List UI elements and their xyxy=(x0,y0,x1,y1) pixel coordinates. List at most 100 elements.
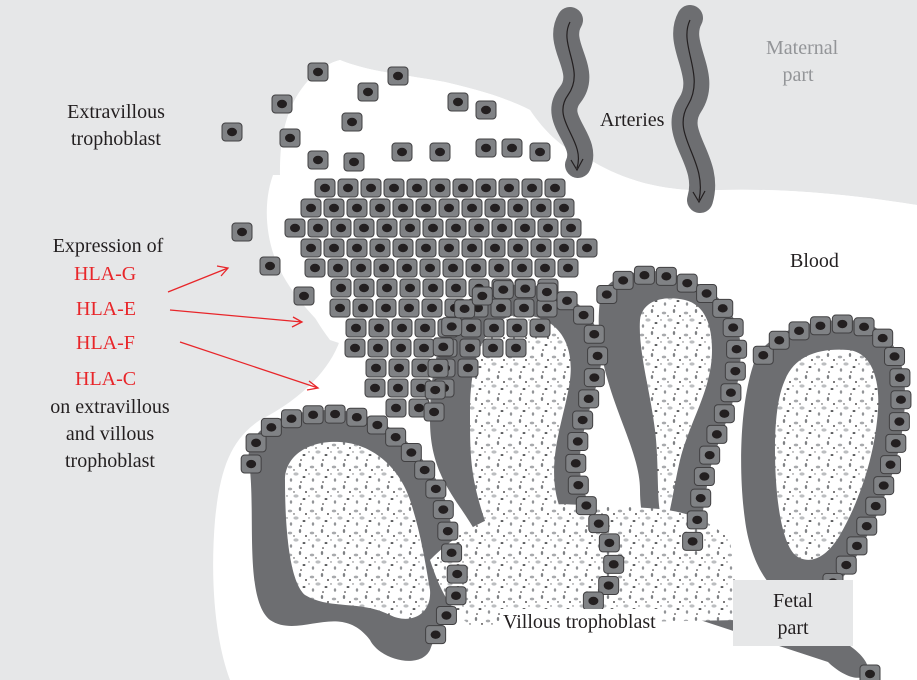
extravillous-cell xyxy=(354,219,374,237)
arteries-label: Arteries xyxy=(600,107,664,134)
extravillous-cell xyxy=(448,93,468,111)
villous-cell xyxy=(573,411,593,429)
extravillous-cell xyxy=(508,239,528,257)
villous-cell xyxy=(723,319,743,337)
extravillous-cell xyxy=(294,287,314,305)
extravillous-cell xyxy=(377,219,397,237)
extravillous-cell xyxy=(506,339,526,357)
extravillous-cell xyxy=(368,339,388,357)
extravillous-cell xyxy=(389,359,409,377)
extravillous-cell xyxy=(370,199,390,217)
villous-cell xyxy=(303,406,323,424)
villous-cell xyxy=(789,322,809,340)
extravillous-cell xyxy=(370,239,390,257)
extravillous-cell xyxy=(485,239,505,257)
extravillous-cell xyxy=(512,259,532,277)
extravillous-cell xyxy=(554,199,574,217)
extravillous-line1: Extravillous xyxy=(56,99,176,126)
villous-cell xyxy=(426,480,446,498)
villous-cell xyxy=(694,467,714,485)
villous-cell xyxy=(515,280,535,298)
extravillous-cell xyxy=(315,179,335,197)
villous-cell xyxy=(579,390,599,408)
extravillous-cell xyxy=(301,239,321,257)
extravillous-cell xyxy=(331,219,351,237)
extravillous-cell xyxy=(399,299,419,317)
villous-cell xyxy=(613,271,633,289)
extravillous-cell xyxy=(561,219,581,237)
extravillous-cell xyxy=(330,299,350,317)
on-extravillous-line1: on extravillous xyxy=(33,394,187,421)
extravillous-cell xyxy=(446,279,466,297)
villous-cell xyxy=(727,340,747,358)
extravillous-cell xyxy=(232,223,252,241)
villous-cell xyxy=(433,338,453,356)
extravillous-cell xyxy=(508,199,528,217)
extravillous-cell xyxy=(301,199,321,217)
extravillous-cell xyxy=(416,199,436,217)
extravillous-cell xyxy=(476,139,496,157)
villous-cell xyxy=(261,418,281,436)
blood-label: Blood xyxy=(790,248,839,275)
artery-left xyxy=(564,20,580,165)
extravillous-cell xyxy=(374,259,394,277)
extravillous-cell xyxy=(531,199,551,217)
extravillous-cell xyxy=(346,319,366,337)
extravillous-cell xyxy=(285,219,305,237)
extravillous-cell xyxy=(324,239,344,257)
villous-cell xyxy=(436,606,456,624)
extravillous-cell xyxy=(386,399,406,417)
villous-cell xyxy=(447,565,467,583)
villous-cell xyxy=(415,461,435,479)
villous-cell xyxy=(886,434,906,452)
villous-cell xyxy=(401,444,421,462)
extravillous-cell xyxy=(458,359,478,377)
extravillous-cell xyxy=(393,199,413,217)
villous-cell xyxy=(599,534,619,552)
villous-cell xyxy=(424,403,444,421)
villous-cell xyxy=(714,405,734,423)
extravillous-cell xyxy=(361,179,381,197)
villous-cell xyxy=(493,281,513,299)
villous-cell xyxy=(885,347,905,365)
villous-cell xyxy=(455,300,475,318)
extravillous-cell xyxy=(391,339,411,357)
extravillous-cell xyxy=(515,219,535,237)
extravillous-cell xyxy=(397,259,417,277)
extravillous-cell xyxy=(308,219,328,237)
extravillous-cell xyxy=(308,63,328,81)
extravillous-cell xyxy=(416,239,436,257)
extravillous-cell xyxy=(420,259,440,277)
extravillous-cell xyxy=(365,379,385,397)
villous-cell xyxy=(634,266,654,284)
villous-cell xyxy=(576,497,596,515)
villous-cell xyxy=(442,318,462,336)
villous-cell xyxy=(442,544,462,562)
villous-cell xyxy=(857,517,877,535)
fetal-part-label: Fetal part xyxy=(733,588,853,642)
extravillous-cell xyxy=(491,299,511,317)
villous-cell xyxy=(836,556,856,574)
extravillous-cell xyxy=(537,299,557,317)
extravillous-line2: trophoblast xyxy=(56,126,176,153)
extravillous-cell xyxy=(538,219,558,237)
villous-cell xyxy=(566,454,586,472)
extravillous-cell xyxy=(393,239,413,257)
extravillous-cell xyxy=(280,129,300,147)
villous-cell xyxy=(810,317,830,335)
extravillous-cell xyxy=(461,319,481,337)
extravillous-cell xyxy=(423,219,443,237)
extravillous-cell xyxy=(545,179,565,197)
extravillous-cell xyxy=(308,151,328,169)
villous-cell xyxy=(721,384,741,402)
extravillous-cell xyxy=(443,259,463,277)
extravillous-cell xyxy=(407,179,427,197)
extravillous-cell xyxy=(400,219,420,237)
extravillous-cell xyxy=(377,279,397,297)
extravillous-cell xyxy=(439,199,459,217)
maternal-part-label: Maternal part xyxy=(766,35,830,89)
on-extravillous-line2: and villous xyxy=(33,421,187,448)
extravillous-cell xyxy=(338,179,358,197)
villous-cell xyxy=(713,299,733,317)
